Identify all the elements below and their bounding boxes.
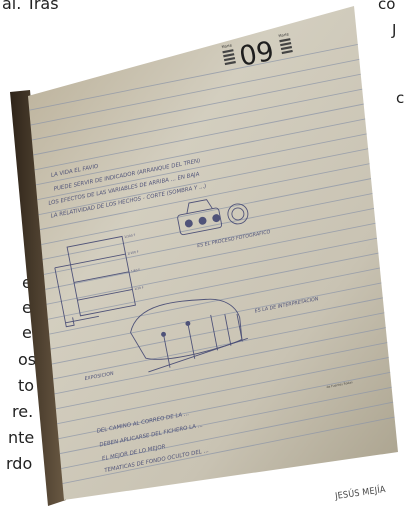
ruled-line — [28, 155, 398, 235]
stamp-text: de Fuentes Rodas — [326, 380, 353, 389]
ruled-line — [28, 398, 398, 478]
ruled-line — [28, 200, 398, 280]
ruled-line — [28, 231, 398, 311]
article-fragment: c — [396, 89, 404, 107]
article-fragment: e — [22, 323, 32, 342]
article-fragment: e — [22, 298, 32, 317]
ruled-line — [28, 139, 398, 219]
weekday-labels: Marte — [221, 43, 233, 49]
svg-text:1/100 F: 1/100 F — [127, 250, 139, 256]
ruled-line — [28, 185, 398, 265]
article-fragment: re. — [12, 402, 34, 421]
article-fragment: e — [22, 273, 32, 292]
ruled-line — [28, 276, 398, 356]
weekday-labels: Marte — [278, 32, 290, 38]
ruled-line — [28, 322, 398, 402]
svg-text:1/60 F: 1/60 F — [131, 268, 141, 274]
article-fragment: al. Tras — [2, 0, 59, 13]
article-fragment: to — [18, 376, 35, 395]
svg-text:EXPOSICION: EXPOSICION — [84, 371, 115, 383]
article-fragment: os — [18, 350, 37, 369]
ruled-line — [28, 63, 398, 143]
ruled-line — [28, 413, 398, 493]
ruled-line — [28, 94, 398, 174]
ruled-line — [28, 124, 398, 204]
ruled-line — [28, 33, 398, 113]
ruled-line — [28, 383, 398, 463]
article-fragment: nte — [8, 428, 35, 447]
ruled-line — [28, 291, 398, 371]
article-column-left: al. Tras e e e os to re. nte rdo — [0, 0, 59, 512]
article-fragment: J — [392, 21, 397, 39]
photo-shadow — [10, 90, 66, 506]
ruled-line — [28, 109, 398, 189]
ruled-line — [28, 367, 398, 447]
ruled-line — [28, 261, 398, 341]
ruled-lines — [28, 33, 398, 493]
notebook-page — [28, 6, 398, 500]
article-fragment: rdo — [6, 454, 33, 473]
svg-text:1/30 F: 1/30 F — [134, 285, 144, 291]
ruled-line — [28, 48, 398, 128]
page-number: 09 — [237, 36, 277, 73]
ruled-line — [28, 79, 398, 159]
ruled-line — [28, 215, 398, 295]
article-fragment: co — [378, 0, 396, 13]
date-header: Marte Marte 09 — [221, 32, 293, 73]
ruled-line — [28, 246, 398, 326]
ruled-line — [28, 352, 398, 432]
svg-text:1/300 F: 1/300 F — [124, 233, 136, 239]
ruled-line — [28, 337, 398, 417]
ruled-line — [28, 170, 398, 250]
ruled-line — [28, 307, 398, 387]
